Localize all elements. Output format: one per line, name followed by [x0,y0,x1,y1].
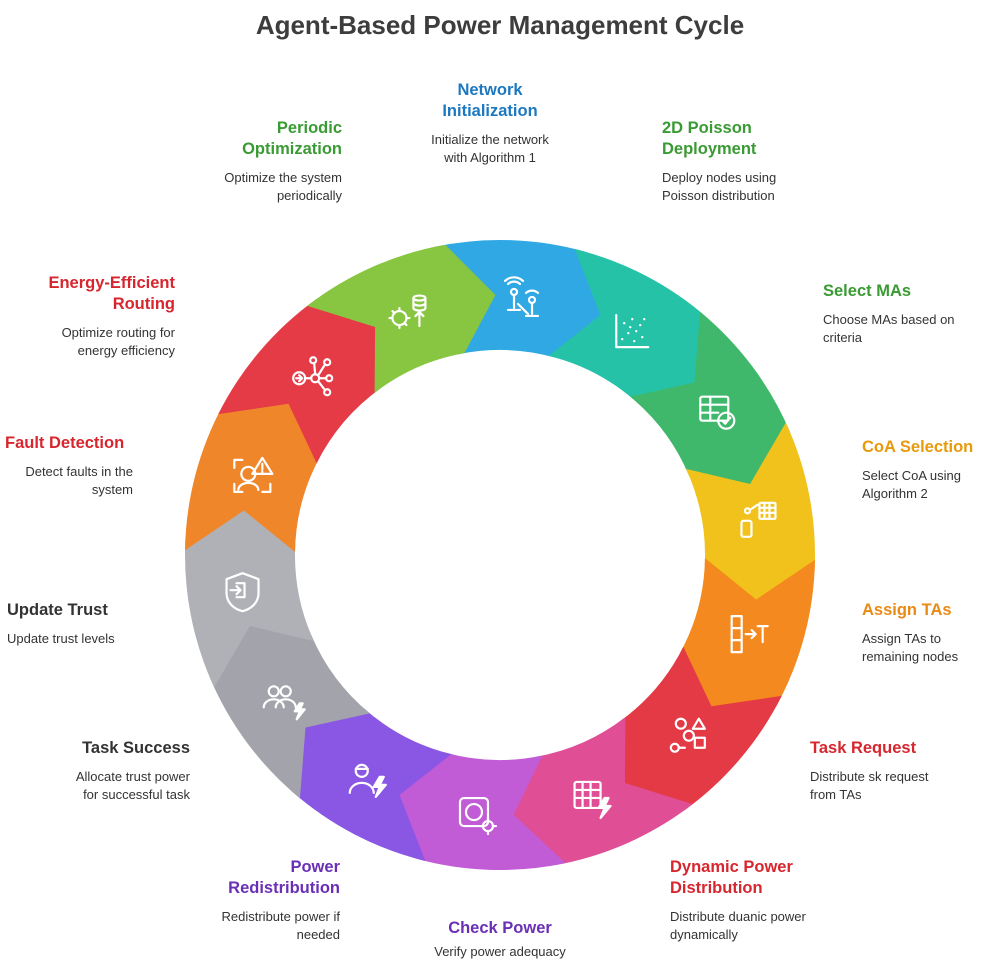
step-desc: Update trust levels [7,631,115,646]
routing-nodes-icon [292,356,334,397]
device-grid-icon [740,501,777,538]
cycle-arrow-update-trust [184,501,314,688]
grid-lightning-icon [573,780,612,820]
step-label-fault-detection: Fault Detection Detect faults in the sys… [5,433,245,499]
table-check-icon [699,395,736,430]
step-label-2d-poisson-deployment: 2D Poisson Deployment Deploy nodes using… [662,118,902,205]
antenna-network-icon [503,276,540,318]
step-title: Task Request [810,739,917,757]
step-desc: Redistribute power if needed [221,909,341,942]
cycle-arrow-2d-poisson-deployment [548,248,709,402]
step-title: Dynamic Power Distribution [670,858,793,897]
step-title: Energy-Efficient Routing [48,274,175,313]
step-desc: Choose MAs based on criteria [823,312,955,345]
cycle-arrow-power-redistribution [291,708,452,862]
scatter-plot-icon [615,314,650,349]
step-title: Task Success [82,739,190,757]
step-label-energy-efficient-routing: Energy-Efficient Routing Optimize routin… [0,273,175,360]
face-warning-icon [233,456,274,493]
step-label-dynamic-power-distribution: Dynamic Power Distribution Distribute du… [670,857,910,944]
step-label-assign-tas: Assign TAs Assign TAs to remaining nodes [862,600,1000,666]
step-label-select-mas: Select MAs Choose MAs based on criteria [823,281,1000,347]
gear-database-icon [388,294,427,330]
cycle-arrow-assign-tas [680,558,815,714]
step-desc: Allocate trust power for successful task [75,769,190,802]
step-desc: Select CoA using Algorithm 2 [862,468,962,501]
step-title: Fault Detection [5,434,125,452]
step-title: Check Power [448,919,552,937]
step-label-update-trust: Update Trust Update trust levels [7,600,247,648]
step-desc: Optimize the system periodically [224,170,342,203]
step-label-task-request: Task Request Distribute sk request from … [810,738,1000,804]
cycle-arrow-check-power [391,752,566,870]
step-title: Power Redistribution [228,858,340,897]
cycle-arrow-dynamic-power-distribution [504,717,693,866]
shield-enter-icon [225,572,260,613]
users-lightning-icon [262,685,306,721]
cycle-arrow-coa-selection [686,422,815,609]
step-label-coa-selection: CoA Selection Select CoA using Algorithm… [862,437,1000,503]
step-label-periodic-optimization: Periodic Optimization Optimize the syste… [102,118,342,205]
step-desc: Detect faults in the system [25,464,133,497]
step-desc: Distribute duanic power dynamically [670,909,806,942]
cycle-arrow-periodic-optimization [307,244,496,393]
step-label-task-success: Task Success Allocate trust power for su… [0,738,190,804]
step-desc: Assign TAs to remaining nodes [862,631,959,664]
step-desc: Initialize the network with Algorithm 1 [431,132,549,165]
step-desc: Deploy nodes using Poisson distribution [662,170,777,203]
step-title: Update Trust [7,601,108,619]
step-label-network-initialization: Network Initialization Initialize the ne… [370,80,610,167]
step-desc: Distribute sk request from TAs [810,769,929,802]
shapes-flow-icon [669,717,706,753]
cycle-arrow-network-initialization [434,239,609,358]
step-desc: Optimize routing for energy efficiency [61,325,175,358]
step-label-check-power: Check Power Verify power adequacy [380,918,620,961]
step-label-power-redistribution: Power Redistribution Redistribute power … [100,857,341,944]
outlet-gear-icon [458,796,498,836]
step-title: Periodic Optimization [242,119,342,158]
user-lightning-icon [348,763,387,798]
step-title: 2D Poisson Deployment [662,119,757,158]
step-title: Network Initialization [442,81,538,120]
assign-arrow-icon [730,615,769,654]
step-title: Assign TAs [862,601,952,619]
diagram-title: Agent-Based Power Management Cycle [255,10,745,40]
step-title: Select MAs [823,282,912,300]
cycle-arrow-task-success [209,617,370,799]
step-title: CoA Selection [862,438,974,456]
step-desc: Verify power adequacy [434,944,566,959]
